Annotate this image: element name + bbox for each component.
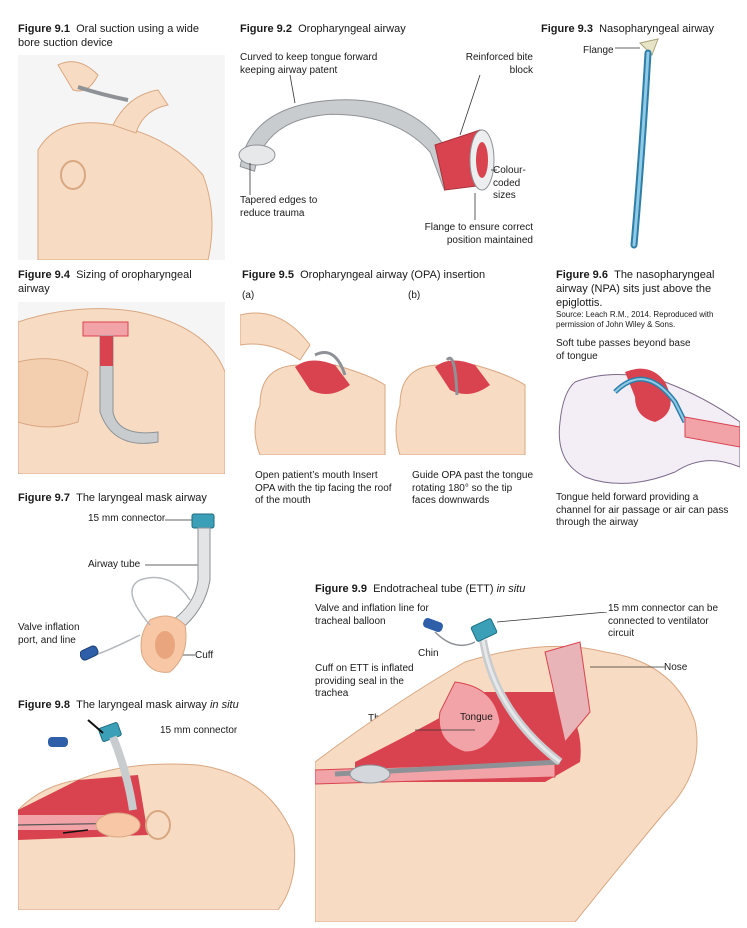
fig97-lma-illustration <box>80 510 240 680</box>
fig96-label-held: Tongue held forward providing a channel … <box>556 492 729 528</box>
fig94-number: Figure 9.4 <box>18 269 70 281</box>
fig98-illustration <box>18 715 300 910</box>
fig99-title: Endotracheal tube (ETT) <box>373 583 497 595</box>
fig92-opa-illustration <box>235 75 535 220</box>
fig95-title: Oropharyngeal airway (OPA) insertion <box>300 269 486 281</box>
fig97-label-valve: Valve inflation port, and line <box>18 622 80 646</box>
fig97-number: Figure 9.7 <box>18 492 70 504</box>
fig97-label-airway: Airway tube <box>88 559 141 570</box>
fig98-title-italic: in situ <box>209 699 239 711</box>
fig99-label-valve: Valve and inflation line for tracheal ba… <box>315 603 429 627</box>
fig95-number: Figure 9.5 <box>242 269 294 281</box>
fig95-caption: Figure 9.5 Oropharyngeal airway (OPA) in… <box>242 268 532 282</box>
fig91-number: Figure 9.1 <box>18 23 70 35</box>
fig92-caption: Figure 9.2 Oropharyngeal airway <box>240 22 500 36</box>
fig97-caption: Figure 9.7 The laryngeal mask airway <box>18 491 258 505</box>
fig95b-illustration <box>395 305 545 455</box>
fig99-label-nose: Nose <box>664 662 688 673</box>
fig92-title: Oropharyngeal airway <box>298 23 406 35</box>
fig99-label-cuff: Cuff on ETT is inflated providing seal i… <box>315 663 414 699</box>
fig91-title: Oral suction using a wide bore suction d… <box>18 23 199 49</box>
fig95-label-b: (b) <box>408 290 421 301</box>
fig92-label-flange: Flange to ensure correct position mainta… <box>424 222 533 246</box>
fig99-illustration: Tongue <box>315 612 747 922</box>
fig95-text-a: Open patient’s mouth Insert OPA with the… <box>255 470 392 506</box>
fig99-caption: Figure 9.9 Endotracheal tube (ETT) in si… <box>315 582 615 596</box>
fig96-illustration <box>555 362 740 492</box>
fig98-title: The laryngeal mask airway <box>76 699 210 711</box>
fig92-label-bite: Reinforced bite block <box>465 52 533 76</box>
fig95-text-b: Guide OPA past the tongue rotating 180° … <box>412 470 534 506</box>
fig99-number: Figure 9.9 <box>315 583 367 595</box>
fig93-label-flange: Flange <box>583 45 614 56</box>
fig97-label-connector: 15 mm connector <box>88 513 166 524</box>
fig95a-illustration <box>240 305 390 455</box>
fig97-label-cuff: Cuff <box>195 650 214 661</box>
fig93-number: Figure 9.3 <box>541 23 593 35</box>
fig98-number: Figure 9.8 <box>18 699 70 711</box>
fig94-caption: Figure 9.4 Sizing of oropharyngeal airwa… <box>18 268 198 296</box>
fig92-number: Figure 9.2 <box>240 23 292 35</box>
fig92-label-curved: Curved to keep tongue forward keeping ai… <box>240 52 378 76</box>
fig95-label-a: (a) <box>242 290 255 301</box>
fig96-caption: Figure 9.6 The nasopharyngeal airway (NP… <box>556 268 736 310</box>
fig96-source: Source: Leach R.M., 2014. Reproduced wit… <box>556 310 714 329</box>
fig93-caption: Figure 9.3 Nasopharyngeal airway <box>541 22 741 36</box>
fig98-label-connector: 15 mm connector <box>160 725 238 736</box>
fig94-illustration <box>18 302 225 474</box>
fig93-npa-illustration <box>600 35 670 255</box>
fig99-title-italic: in situ <box>496 583 526 595</box>
fig96-number: Figure 9.6 <box>556 269 608 281</box>
fig94-title: Sizing of oropharyngeal airway <box>18 269 192 295</box>
fig93-title: Nasopharyngeal airway <box>599 23 715 35</box>
fig99-label-chin: Chin <box>418 648 439 659</box>
fig92-label-colour: Colour-coded sizes <box>493 165 526 201</box>
fig92-label-tapered: Tapered edges to reduce trauma <box>240 195 318 219</box>
fig96-title: The nasopharyngeal airway (NPA) sits jus… <box>556 269 715 309</box>
fig96-label-soft: Soft tube passes beyond base of tongue <box>556 338 691 362</box>
fig99-tongue-text: Tongue <box>460 712 493 723</box>
fig91-caption: Figure 9.1 Oral suction using a wide bor… <box>18 22 203 50</box>
fig99-label-connector: 15 mm connector can be connected to vent… <box>608 603 719 639</box>
fig97-title: The laryngeal mask airway <box>76 492 207 504</box>
fig91-illustration <box>18 55 225 260</box>
fig98-caption: Figure 9.8 The laryngeal mask airway in … <box>18 698 288 712</box>
